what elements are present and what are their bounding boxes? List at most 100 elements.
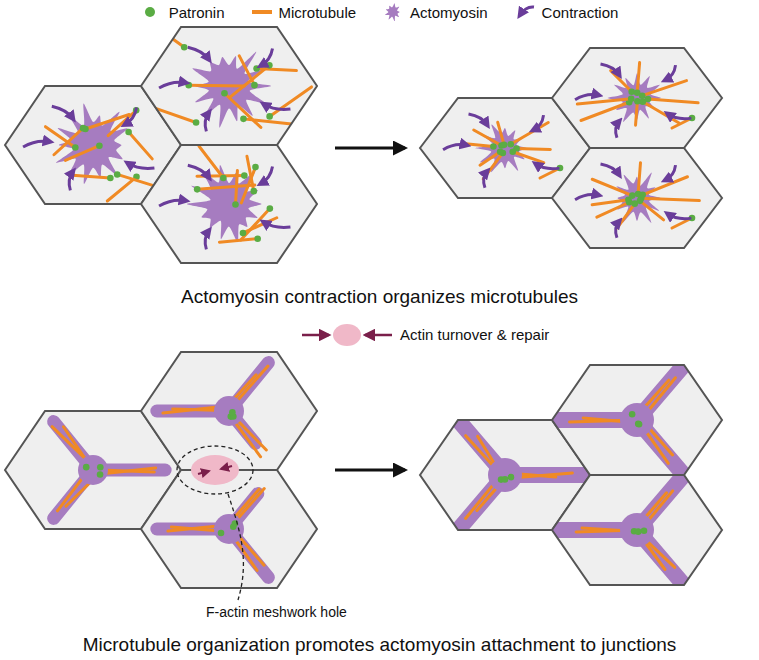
patronin-dot: [266, 113, 273, 120]
legend-sample: [514, 3, 536, 21]
patronin-dot: [114, 171, 121, 178]
patronin-dot: [628, 88, 635, 95]
patronin-dot: [254, 235, 261, 242]
contraction-arrow: [23, 141, 50, 147]
microtubule: [592, 200, 628, 205]
contraction-arrow: [601, 164, 620, 175]
contraction-arrow: [533, 115, 543, 130]
patronin-dot: [251, 188, 258, 195]
contraction-arrow: [261, 48, 273, 65]
microtubule: [463, 144, 494, 147]
legend-item: Microtubule: [251, 3, 357, 21]
actomyosin: [620, 513, 654, 547]
patronin-dot: [218, 530, 225, 537]
microtubule: [129, 132, 153, 159]
patronin-dot: [508, 474, 515, 481]
patronin-dot: [641, 528, 648, 535]
turnover-arrow: [365, 334, 392, 337]
repair-arrow: [221, 466, 232, 469]
hole-label: F-actin meshwork hole: [206, 604, 347, 620]
actomyosin: [488, 458, 522, 492]
microtubule: [637, 63, 639, 93]
microtubule: [474, 130, 502, 145]
microtubule: [513, 152, 544, 163]
patronin-dot: [497, 149, 504, 156]
patronin-dot: [252, 164, 259, 171]
patronin-dot: [185, 82, 192, 89]
contraction-arrow: [575, 194, 599, 199]
microtubule: [108, 110, 136, 135]
cell-outline: [141, 27, 317, 145]
turnover-arrow: [302, 334, 329, 337]
patronin-dot: [220, 175, 227, 182]
cell-outline: [141, 352, 317, 470]
contraction-arrow: [188, 165, 209, 177]
patronin-dot: [639, 92, 646, 99]
microtubule: [226, 411, 260, 457]
cell-outline: [552, 48, 722, 148]
contraction-arrow: [469, 114, 488, 125]
cell-outline: [552, 148, 722, 248]
cell-fill: [552, 48, 722, 148]
cell-outline: [552, 365, 722, 475]
contraction-arrow: [601, 64, 620, 75]
cell-fill: [552, 148, 722, 248]
contraction-arrow: [668, 114, 692, 119]
legend-text: Patronin: [169, 4, 225, 21]
cell-fill: [141, 145, 317, 263]
microtubule: [638, 163, 640, 194]
panel-caption: Microtubule organization promotes actomy…: [0, 634, 759, 656]
panel-caption: Actomyosin contraction organizes microtu…: [0, 286, 759, 308]
microtubule: [230, 65, 269, 97]
patronin-dot: [639, 192, 646, 199]
patronin-dot: [251, 82, 258, 89]
microtubule: [235, 170, 237, 204]
patronin-dot: [181, 44, 188, 51]
patronin-dot: [240, 116, 247, 123]
microtubule: [117, 174, 155, 186]
microtubule: [511, 123, 549, 145]
cell-fill: [141, 27, 317, 145]
legend-sample: [382, 3, 404, 21]
legend-item: Actomyosin: [382, 3, 488, 21]
microtubule: [73, 175, 111, 178]
microtubule: [517, 149, 551, 150]
microtubule: [642, 81, 686, 96]
contraction-arrow: [264, 222, 291, 227]
legend-text: Contraction: [542, 4, 619, 21]
hole-outline: [177, 446, 253, 494]
patronin-dot: [96, 142, 103, 149]
legend-swatch: [145, 7, 155, 17]
transition-arrow: [335, 469, 405, 472]
meshwork-hole: [191, 455, 239, 485]
patronin-dot: [229, 409, 236, 416]
microtubule: [65, 146, 99, 161]
actomyosin: [192, 52, 271, 128]
legend-text: Microtubule: [279, 4, 357, 21]
microtubule: [640, 201, 664, 220]
patronin-dot: [194, 186, 201, 193]
contraction-arrow: [484, 171, 488, 188]
contraction-arrow: [443, 144, 467, 149]
patronin-dot: [221, 90, 228, 97]
patronin-dot: [241, 172, 248, 179]
patronin-dot: [636, 421, 643, 428]
cell-fill: [141, 470, 317, 588]
patronin-dot: [628, 95, 635, 102]
patronin-dot: [125, 129, 132, 136]
microtubule: [643, 102, 679, 123]
contraction-arrow: [261, 166, 273, 183]
microtubule: [592, 179, 632, 195]
patronin-dot: [83, 464, 90, 471]
contraction-arrow: [536, 164, 560, 169]
contraction-arrow: [205, 230, 209, 249]
cell-fill: [141, 352, 317, 470]
contraction-arrow: [205, 112, 209, 131]
patronin-dot: [629, 411, 636, 418]
cell-outline: [552, 475, 722, 585]
contraction-arrow: [69, 171, 73, 190]
microtubule: [611, 71, 632, 92]
cell-outline: [141, 470, 317, 588]
microtubule: [581, 102, 629, 120]
